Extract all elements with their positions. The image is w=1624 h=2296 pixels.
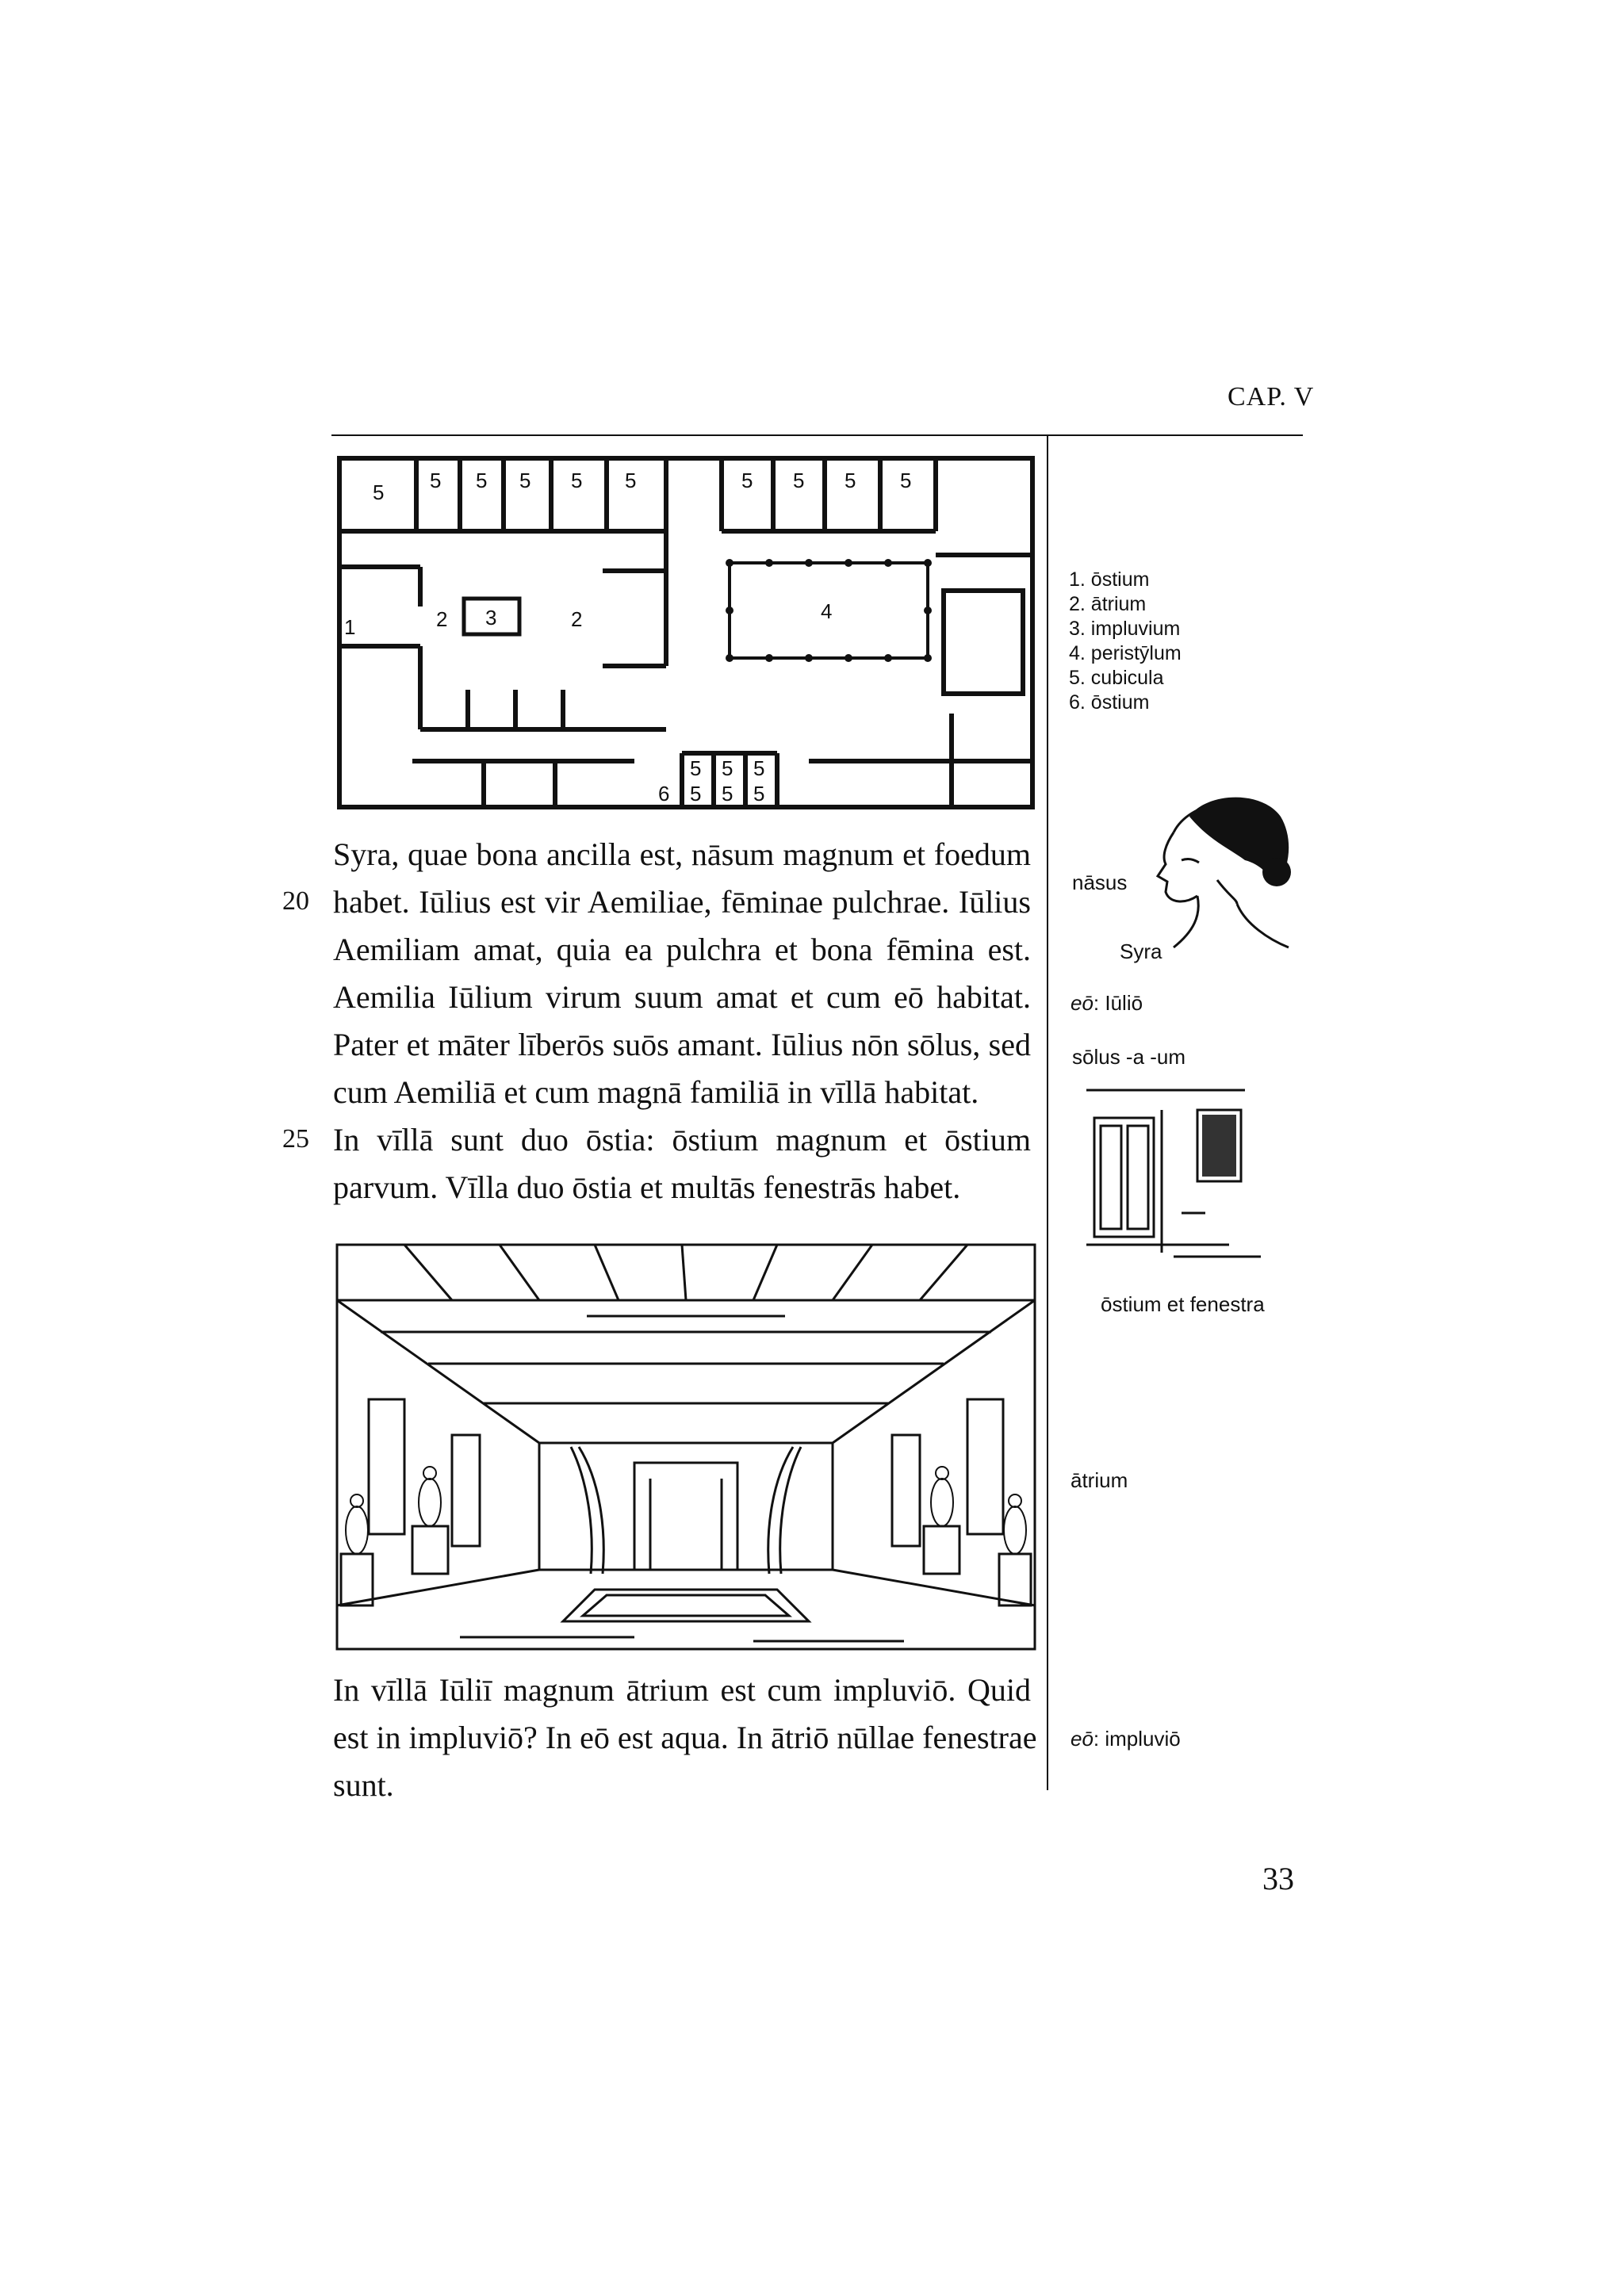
- line-number: 20: [282, 886, 309, 916]
- nasus-label: nāsus: [1072, 871, 1128, 894]
- legend-item: 2. ātrium: [1069, 593, 1147, 615]
- plan-label-cubiculum: 5: [753, 756, 764, 780]
- legend-item: 5. cubicula: [1069, 667, 1164, 689]
- margin-divider: [1047, 434, 1048, 1790]
- page-number: 33: [1262, 1861, 1294, 1896]
- text-line: In vīllā sunt duo ōstia: ōstium magnum e…: [333, 1122, 1031, 1158]
- text-line: sunt.: [333, 1767, 394, 1803]
- syra-portrait-illustration: [1155, 797, 1291, 949]
- plan-label-ostium: 1: [344, 615, 355, 639]
- plan-label-cubiculum: 5: [373, 480, 384, 504]
- reading-paragraph-2: In vīllā Iūliī magnum ātrium est cum imp…: [333, 1667, 1037, 1809]
- plan-label-peristylum: 4: [821, 599, 832, 623]
- plan-label-cubiculum: 5: [690, 782, 701, 806]
- gloss-word: eō: [1071, 1727, 1094, 1751]
- plan-label-cubiculum: 5: [430, 469, 441, 492]
- gloss-meaning: : Iūliō: [1093, 991, 1143, 1015]
- gloss-eo-iulio: eō: Iūliō: [1071, 991, 1143, 1016]
- plan-label-impluvium: 3: [485, 606, 496, 629]
- line-number: 25: [282, 1124, 309, 1154]
- gloss-word: eō: [1071, 991, 1094, 1015]
- legend-item: 1. ōstium: [1069, 568, 1150, 591]
- text-line: est in impluviō? In eō est aqua. In ātri…: [333, 1720, 1037, 1755]
- floorplan-legend: 1. ōstium 2. ātrium 3. impluvium 4. peri…: [1069, 568, 1182, 715]
- villa-floorplan: 5 5 5 5 5 5 5 5 5 5 1 2 3 2 4 5 5 5 5 5 …: [337, 456, 1035, 809]
- chapter-heading: CAP. V: [1228, 382, 1315, 411]
- syra-label: Syra: [1120, 939, 1162, 963]
- text-line: Pater et māter līberōs suōs amant. Iūliu…: [333, 1027, 1031, 1062]
- gloss-meaning: : impluviō: [1093, 1727, 1181, 1751]
- plan-label-cubiculum: 5: [900, 469, 911, 492]
- gloss-eo-impluvio: eō: impluviō: [1071, 1727, 1181, 1751]
- plan-label-back-ostium: 6: [658, 782, 669, 806]
- text-line: Aemiliam amat, quia ea pulchra et bona f…: [333, 932, 1031, 967]
- legend-item: 3. impluvium: [1069, 618, 1181, 640]
- plan-label-cubiculum: 5: [753, 782, 764, 806]
- legend-item: 4. peristȳlum: [1069, 642, 1182, 664]
- plan-label-cubiculum: 5: [793, 469, 804, 492]
- text-line: parvum. Vīlla duo ōstia et multās fenest…: [333, 1169, 961, 1205]
- plan-label-cubiculum: 5: [722, 756, 733, 780]
- plan-label-cubiculum: 5: [690, 756, 701, 780]
- plan-label-cubiculum: 5: [571, 469, 582, 492]
- caption-ostium-fenestra: ōstium et fenestra: [1101, 1292, 1265, 1316]
- plan-label-atrium: 2: [571, 607, 582, 631]
- header-rule: [331, 434, 1303, 436]
- text-line: Syra, quae bona ancilla est, nāsum magnu…: [333, 836, 1031, 872]
- text-line: In vīllā Iūliī magnum ātrium est cum imp…: [333, 1672, 1031, 1708]
- gloss-solus: sōlus -a -um: [1072, 1045, 1186, 1069]
- text-line: cum Aemiliā et cum magnā familiā in vīll…: [333, 1074, 979, 1110]
- plan-label-cubiculum: 5: [519, 469, 530, 492]
- text-line: habet. Iūlius est vir Aemiliae, fēminae …: [333, 884, 1031, 920]
- plan-label-atrium: 2: [436, 607, 447, 631]
- atrium-illustration: [335, 1243, 1036, 1651]
- legend-item: 6. ōstium: [1069, 691, 1150, 714]
- door-and-window-illustration: [1086, 1089, 1261, 1258]
- plan-label-cubiculum: 5: [845, 469, 856, 492]
- text-line: Aemilia Iūlium virum suum amat et cum eō…: [333, 979, 1031, 1015]
- caption-atrium: ātrium: [1071, 1468, 1128, 1492]
- plan-label-cubiculum: 5: [722, 782, 733, 806]
- plan-label-cubiculum: 5: [741, 469, 753, 492]
- plan-label-cubiculum: 5: [625, 469, 636, 492]
- reading-paragraph-1: Syra, quae bona ancilla est, nāsum magnu…: [333, 831, 1031, 1211]
- plan-label-cubiculum: 5: [476, 469, 487, 492]
